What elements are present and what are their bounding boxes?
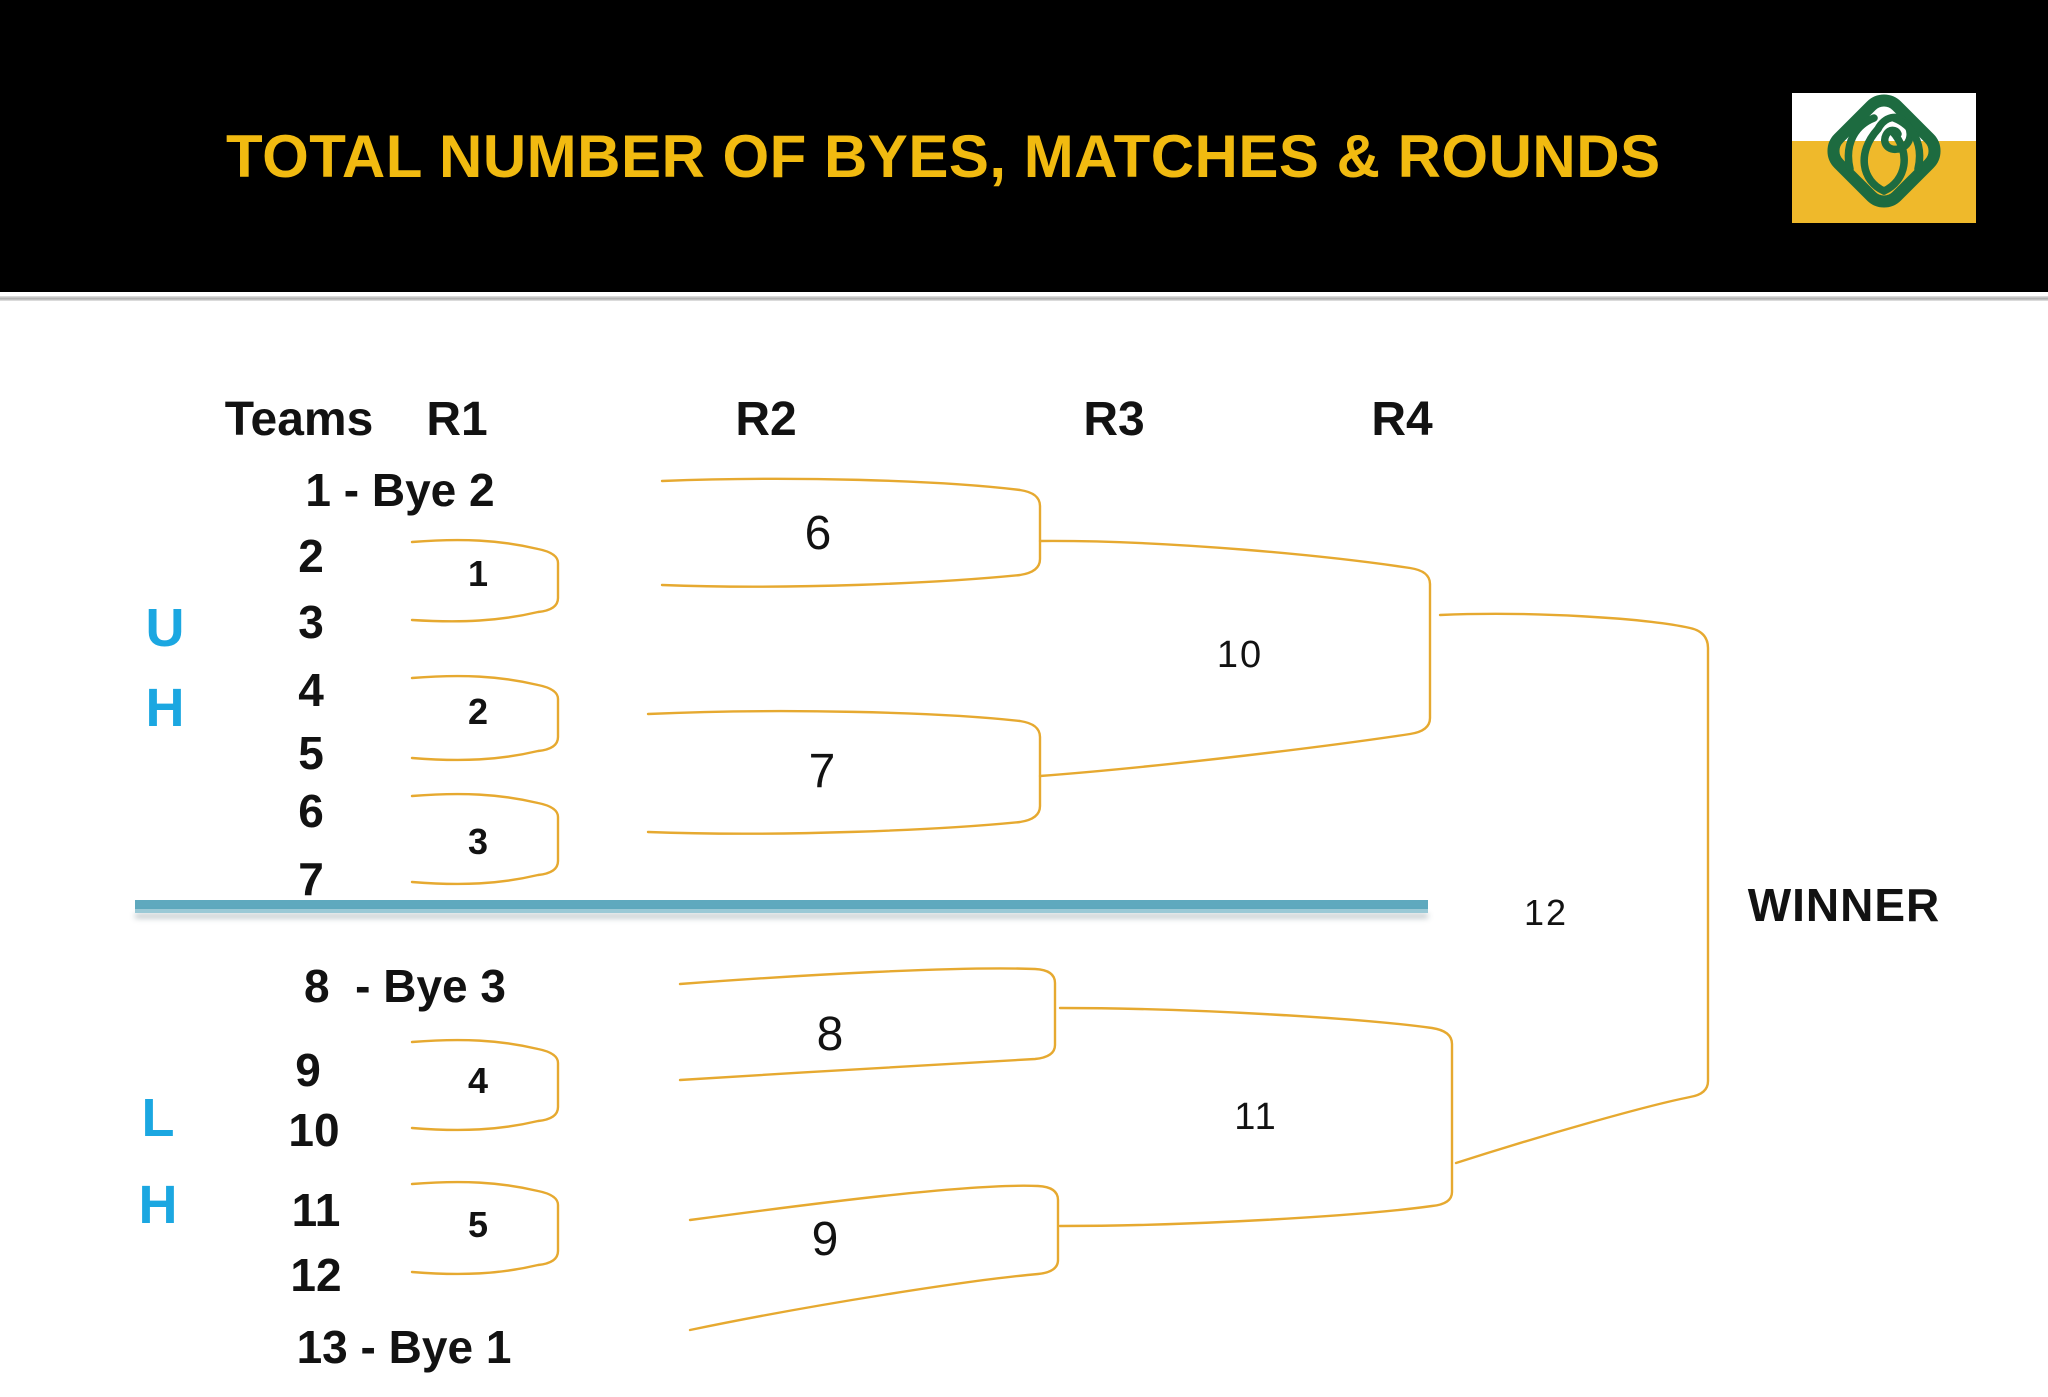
match-3-bracket [410, 792, 560, 886]
upper-half-letter-u: U [145, 598, 185, 658]
match-8-label: 8 [816, 1008, 844, 1061]
match-9-bracket [688, 1184, 1060, 1332]
match-12-bracket [1438, 612, 1710, 1165]
match-4-label: 4 [467, 1060, 489, 1101]
column-header-r2: R2 [735, 393, 797, 446]
match-3-label: 3 [467, 821, 489, 862]
team-12: 12 [290, 1249, 342, 1301]
match-11-label: 11 [1234, 1096, 1278, 1138]
lower-bye-line-top: 8 - Bye 3 [304, 960, 506, 1012]
team-9: 9 [295, 1044, 321, 1096]
match-5-bracket [410, 1180, 560, 1276]
rose-logo-icon [1827, 94, 1941, 208]
team-3: 3 [298, 596, 324, 648]
column-header-teams: Teams [224, 393, 374, 446]
match-10-bracket [1038, 539, 1432, 778]
match-1-bracket [410, 538, 560, 623]
match-10-label: 10 [1216, 634, 1264, 676]
match-7-bracket [646, 709, 1042, 835]
half-divider-line [135, 900, 1428, 914]
match-11-bracket [1058, 1006, 1454, 1228]
upper-half-letter-h: H [145, 678, 185, 738]
team-10: 10 [288, 1104, 340, 1156]
match-1-label: 1 [467, 553, 489, 594]
header-bar: TOTAL NUMBER OF BYES, MATCHES & ROUNDS [0, 0, 2048, 292]
match-2-label: 2 [467, 691, 489, 732]
team-7: 7 [298, 853, 324, 905]
match-7-label: 7 [808, 745, 836, 798]
column-header-r3: R3 [1083, 393, 1145, 446]
lower-half-letter-h: H [138, 1175, 178, 1235]
team-5: 5 [298, 727, 324, 779]
team-6: 6 [298, 785, 324, 837]
team-2: 2 [298, 530, 324, 582]
lower-bye-line-bottom: 13 - Bye 1 [296, 1321, 512, 1373]
column-header-r4: R4 [1371, 393, 1433, 446]
header-divider-line [0, 296, 2048, 301]
team-11: 11 [291, 1184, 341, 1236]
winner-label: WINNER [1747, 879, 1941, 931]
match-5-label: 5 [467, 1204, 489, 1245]
match-6-bracket [660, 477, 1042, 588]
match-4-bracket [410, 1038, 560, 1132]
upper-bye-line: 1 - Bye 2 [305, 464, 495, 516]
match-8-bracket [678, 967, 1057, 1082]
page-title: TOTAL NUMBER OF BYES, MATCHES & ROUNDS [226, 123, 1661, 190]
team-4: 4 [298, 664, 324, 716]
match-2-bracket [410, 674, 560, 762]
lower-half-letter-l: L [141, 1088, 175, 1148]
match-6-label: 6 [804, 507, 832, 560]
match-9-label: 9 [811, 1213, 839, 1266]
match-12-label: 12 [1523, 892, 1569, 933]
column-header-r1: R1 [426, 393, 488, 446]
logo [1792, 93, 1976, 223]
